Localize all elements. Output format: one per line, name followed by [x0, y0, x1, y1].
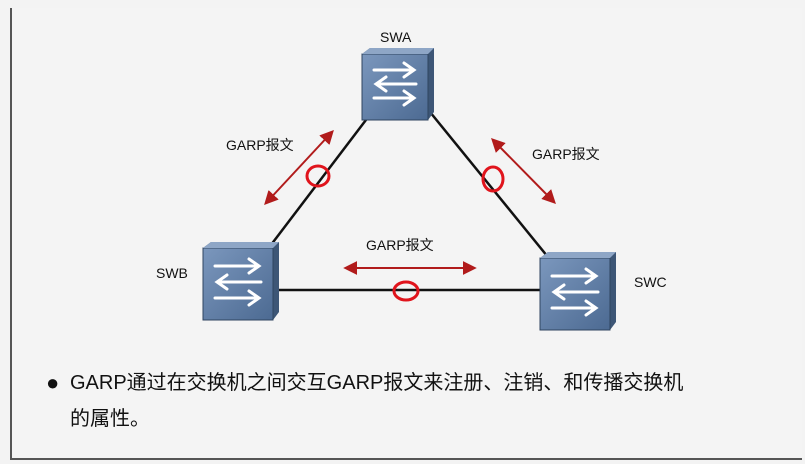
link-swa-swc: [429, 111, 553, 263]
switch-swb-icon: [202, 242, 279, 321]
bullet-dot-icon: ●: [46, 370, 60, 395]
garp-arrow-left: [264, 129, 334, 206]
switch-swc-icon: [539, 252, 616, 331]
annotation-circle-bottom: [392, 280, 420, 302]
annotation-circle-right: [481, 165, 505, 193]
bullet-text-line1: GARP通过在交换机之间交互GARP报文来注册、注销、和传播交换机: [70, 372, 684, 394]
garp-label-left: GARP报文: [226, 137, 294, 153]
swa-label: SWA: [380, 29, 412, 45]
garp-arrow-right: [491, 138, 556, 204]
annotation-circle-left: [305, 164, 331, 188]
garp-label-right: GARP报文: [532, 146, 600, 162]
garp-label-bottom: GARP报文: [366, 237, 434, 253]
swc-label: SWC: [634, 274, 667, 290]
switch-swa-icon: [361, 48, 434, 121]
swb-label: SWB: [156, 265, 188, 281]
bullet-text-line2: 的属性。: [70, 408, 150, 430]
